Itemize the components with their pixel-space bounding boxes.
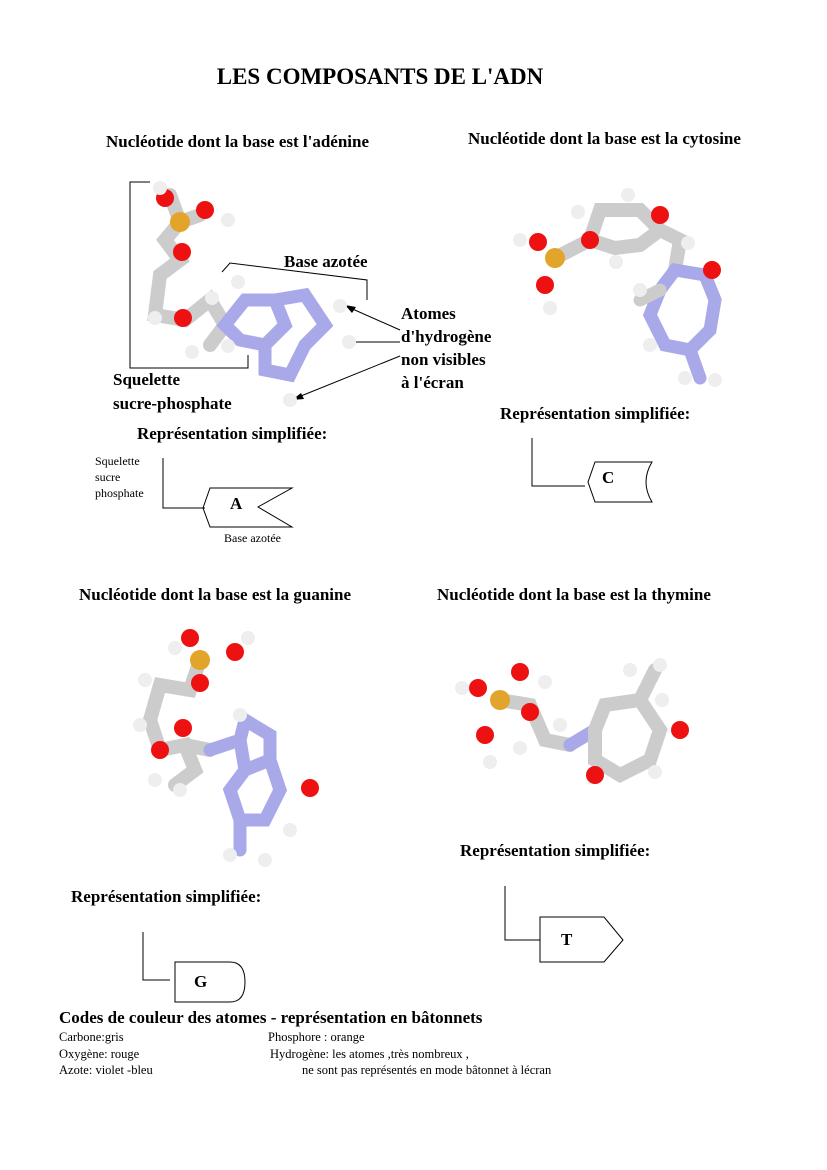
page-title: LES COMPOSANTS DE L'ADN bbox=[216, 64, 544, 89]
legend-hydrogen: Hydrogène: les atomes ,très nombreux , bbox=[270, 1047, 469, 1061]
thymine-simplified-heading: Représentation simplifiée: bbox=[460, 841, 651, 860]
adenine-heading: Nucléotide dont la base est l'adénine bbox=[106, 132, 370, 151]
thymine-heading: Nucléotide dont la base est la thymine bbox=[437, 585, 711, 604]
hydrogen-note-2: d'hydrogène bbox=[401, 327, 492, 346]
simple-base-label: Base azotée bbox=[224, 531, 281, 545]
legend-nitrogen: Azote: violet -bleu bbox=[59, 1063, 153, 1077]
cytosine-letter: C bbox=[602, 468, 615, 487]
legend-heading: Codes de couleur des atomes - représenta… bbox=[59, 1008, 483, 1027]
legend-phosphorus: Phosphore : orange bbox=[268, 1030, 365, 1044]
skeleton-label-2: sucre-phosphate bbox=[113, 394, 232, 413]
simple-skeleton-1: Squelette bbox=[95, 454, 140, 468]
cytosine-simplified-heading: Représentation simplifiée: bbox=[500, 404, 691, 423]
simple-skeleton-2: sucre bbox=[95, 470, 121, 484]
guanine-heading: Nucléotide dont la base est la guanine bbox=[79, 585, 352, 604]
guanine-letter: G bbox=[194, 972, 208, 991]
legend-carbon: Carbone:gris bbox=[59, 1030, 124, 1044]
simple-skeleton-3: phosphate bbox=[95, 486, 144, 500]
adenine-letter: A bbox=[230, 494, 243, 513]
hydrogen-note-4: à l'écran bbox=[401, 373, 464, 392]
legend-oxygen: Oxygène: rouge bbox=[59, 1047, 140, 1061]
adenine-simplified-heading: Représentation simplifiée: bbox=[137, 424, 328, 443]
adenine-atoms bbox=[147, 181, 356, 407]
thymine-letter: T bbox=[561, 930, 573, 949]
hydrogen-note-3: non visibles bbox=[401, 350, 486, 369]
hydrogen-note-1: Atomes bbox=[401, 304, 456, 323]
guanine-simplified-heading: Représentation simplifiée: bbox=[71, 887, 262, 906]
cytosine-heading: Nucléotide dont la base est la cytosine bbox=[468, 129, 741, 148]
legend-hydrogen-cont: ne sont pas représentés en mode bâtonnet… bbox=[302, 1063, 552, 1077]
base-azotee-label: Base azotée bbox=[284, 252, 368, 271]
skeleton-label-1: Squelette bbox=[113, 370, 181, 389]
